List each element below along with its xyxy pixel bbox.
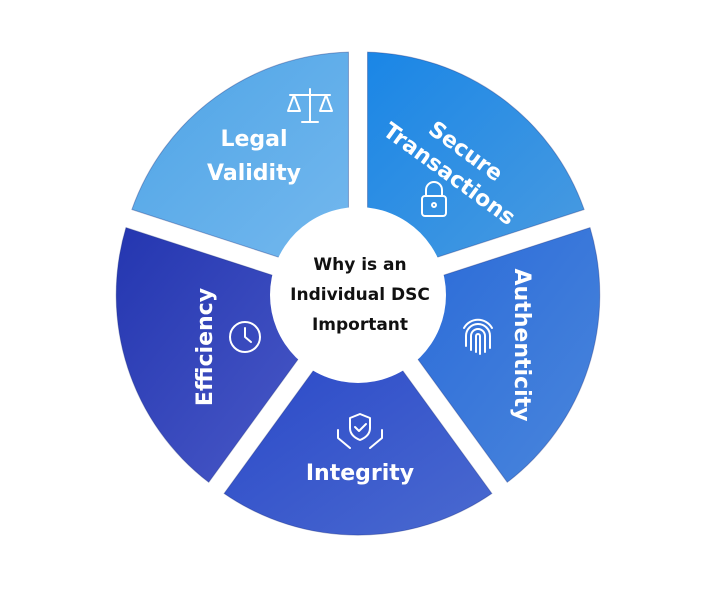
center-line-3: Important <box>312 315 408 335</box>
segment-authenticity <box>403 226 601 483</box>
fingerprint-icon <box>463 318 493 355</box>
center-line-1: Why is an <box>313 255 406 275</box>
shield-hands-icon <box>337 413 383 449</box>
segment-legal-validity <box>131 51 349 265</box>
center-circle <box>270 207 446 383</box>
integrity-label: Integrity <box>306 461 414 486</box>
clock-icon <box>229 321 261 353</box>
legal-label-1: Legal <box>220 127 287 152</box>
center-line-2: Individual DSC <box>290 285 430 305</box>
lock-icon <box>421 181 447 217</box>
segment-efficiency <box>115 226 313 483</box>
segment-integrity <box>223 350 493 536</box>
authenticity-label: Authenticity <box>509 269 534 422</box>
efficiency-label: Efficiency <box>193 288 218 406</box>
scales-icon <box>287 88 333 123</box>
legal-label-2: Validity <box>207 161 301 186</box>
